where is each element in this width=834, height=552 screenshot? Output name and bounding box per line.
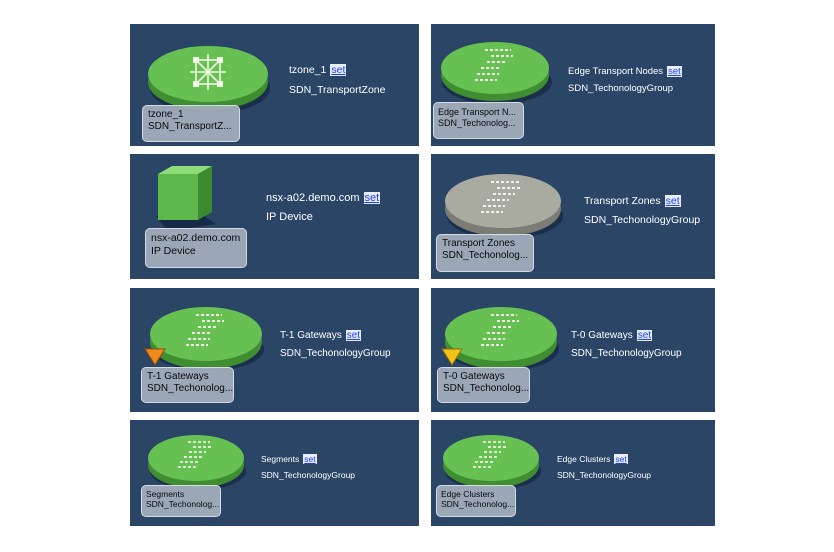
technology-group-icon[interactable] <box>441 162 565 246</box>
set-link[interactable]: set <box>330 64 347 76</box>
cube-front <box>158 174 198 220</box>
tile-name: tzone_1 <box>148 109 184 120</box>
panel-t1-gateways[interactable]: T-1 Gateways SDN_Techonolog... T-1 Gatew… <box>130 288 419 412</box>
disk-top <box>443 435 539 481</box>
technology-group-icon[interactable] <box>439 426 543 496</box>
tile-name: Edge Transport N... <box>438 107 517 117</box>
object-label-tile[interactable]: T-0 Gateways SDN_Techonolog... <box>437 367 530 403</box>
set-link[interactable]: set <box>636 330 653 341</box>
object-type: SDN_TechonologyGroup <box>571 348 682 359</box>
transport-zone-network-icon[interactable] <box>144 32 272 120</box>
object-type: IP Device <box>266 211 313 223</box>
tile-type: SDN_Techonolog... <box>442 250 529 261</box>
tile-name: Segments <box>146 489 185 499</box>
tile-name: Edge Clusters <box>441 489 495 499</box>
object-name: Segments <box>261 454 300 464</box>
panel-edge-clusters[interactable]: Edge Clusters SDN_Techonolog... Edge Clu… <box>431 420 715 526</box>
dashed-stripes-glyph <box>186 314 224 346</box>
object-type: SDN_TechonologyGroup <box>584 214 701 226</box>
dashed-stripes-glyph <box>475 49 513 81</box>
set-link[interactable]: set <box>664 195 681 207</box>
technology-group-icon[interactable] <box>437 30 555 110</box>
object-name: T-1 Gateways <box>280 330 342 341</box>
tile-type: SDN_Techonolog... <box>146 499 220 510</box>
dashed-stripes-glyph <box>481 314 519 346</box>
object-type: SDN_TechonologyGroup <box>261 470 356 480</box>
object-label-tile[interactable]: Edge Clusters SDN_Techonolog... <box>436 485 516 517</box>
tile-name: Transport Zones <box>442 238 515 249</box>
object-name: nsx-a02.demo.com <box>266 192 360 204</box>
alert-triangle-icon[interactable] <box>144 348 166 366</box>
object-type: SDN_TechonologyGroup <box>280 348 391 359</box>
set-link[interactable]: set <box>345 330 362 341</box>
tile-name: T-0 Gateways <box>443 371 505 382</box>
panel-edge-transport-nodes[interactable]: Edge Transport N... SDN_Techonolog... Ed… <box>431 24 715 146</box>
set-link[interactable]: set <box>363 192 381 204</box>
tile-type: SDN_TransportZ... <box>148 121 232 132</box>
panel-t0-gateways[interactable]: T-0 Gateways SDN_Techonolog... T-0 Gatew… <box>431 288 715 412</box>
object-type: SDN_TechonologyGroup <box>568 83 674 94</box>
object-label-tile[interactable]: Transport Zones SDN_Techonolog... <box>436 234 534 272</box>
tile-type: SDN_Techonolog... <box>443 383 530 394</box>
object-label-tile[interactable]: Edge Transport N... SDN_Techonolog... <box>433 102 524 139</box>
alert-triangle-icon[interactable] <box>441 348 463 366</box>
disk-top <box>150 307 262 361</box>
object-name: T-0 Gateways <box>571 330 633 341</box>
disk-top <box>148 435 244 481</box>
set-link[interactable]: set <box>614 454 628 464</box>
object-label-tile[interactable]: T-1 Gateways SDN_Techonolog... <box>141 367 234 403</box>
object-name: tzone_1 <box>289 64 327 76</box>
object-name: Edge Transport Nodes <box>568 66 664 77</box>
disk-top <box>441 42 549 94</box>
panel-nsx-a02[interactable]: nsx-a02.demo.com IP Device nsx-a02.demo.… <box>130 154 419 279</box>
object-name: Edge Clusters <box>557 454 611 464</box>
object-type: SDN_TransportZone <box>289 84 386 96</box>
tile-type: SDN_Techonolog... <box>438 117 516 128</box>
object-label-tile[interactable]: Segments SDN_Techonolog... <box>141 485 221 517</box>
tile-type: IP Device <box>151 244 196 257</box>
cube-side <box>198 166 212 220</box>
dashed-stripes-glyph <box>481 181 521 213</box>
object-type: SDN_TechonologyGroup <box>557 470 652 480</box>
object-name: Transport Zones <box>584 195 661 207</box>
panel-transport-zones[interactable]: Transport Zones SDN_Techonolog... Transp… <box>431 154 715 279</box>
dashed-stripes-glyph <box>473 441 507 468</box>
tile-type: SDN_Techonolog... <box>147 383 234 394</box>
object-label-tile[interactable]: nsx-a02.demo.com IP Device <box>145 228 247 268</box>
tile-type: SDN_Techonolog... <box>441 499 515 510</box>
set-link[interactable]: set <box>303 454 317 464</box>
tile-name: T-1 Gateways <box>147 371 209 382</box>
disk-top <box>445 307 557 361</box>
technology-group-icon[interactable] <box>441 296 561 378</box>
network-mesh-glyph <box>190 54 226 90</box>
object-label-tile[interactable]: tzone_1 SDN_TransportZ... <box>142 105 240 142</box>
dashed-stripes-glyph <box>178 441 212 468</box>
set-link[interactable]: set <box>667 66 682 77</box>
tile-name: nsx-a02.demo.com <box>151 232 241 244</box>
ip-device-cube-icon[interactable] <box>150 164 220 240</box>
technology-group-icon[interactable] <box>146 296 266 378</box>
cube-top <box>158 166 212 174</box>
technology-group-icon[interactable] <box>144 426 248 496</box>
